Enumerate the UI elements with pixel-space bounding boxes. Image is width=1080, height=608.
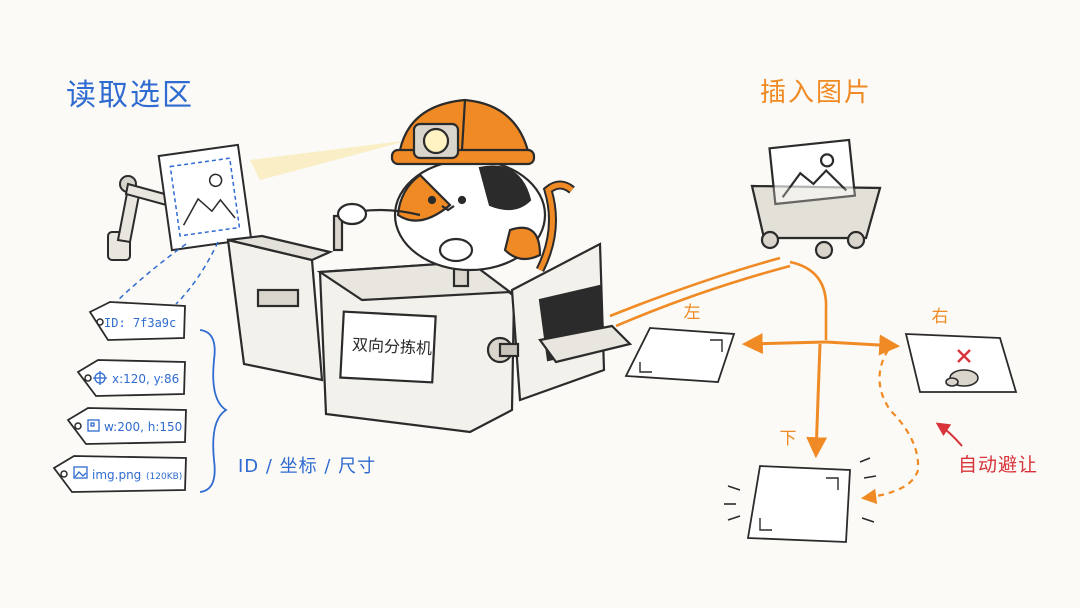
target-left xyxy=(624,327,736,383)
blocked-x-icon xyxy=(957,349,971,363)
tag-image xyxy=(52,455,187,493)
arrow-left xyxy=(741,333,827,355)
tag-coordinates xyxy=(76,359,186,397)
info-tags: ID: 7f3a9c x:120, y:86 w:200, h:150 img.… xyxy=(52,301,187,493)
target-down xyxy=(724,457,877,543)
size-icon xyxy=(87,419,100,432)
sorting-machine xyxy=(226,234,633,434)
label-right: 右 xyxy=(932,307,949,327)
tag-size xyxy=(66,407,187,445)
miner-helmet xyxy=(390,98,536,166)
image-icon xyxy=(73,466,88,479)
tag-id-text: ID: 7f3a9c xyxy=(104,316,176,330)
headlamp-beam xyxy=(250,140,410,180)
picture-frame-icon xyxy=(157,143,253,252)
arrow-right xyxy=(825,334,901,356)
avoid-label: 自动避让 xyxy=(958,454,1039,476)
crosshair-icon xyxy=(93,371,107,385)
cat-mascot xyxy=(332,158,575,273)
title-read-selection: 读取选区 xyxy=(66,78,194,113)
machine-label: 双向分拣机 xyxy=(352,335,433,358)
title-insert-image: 插入图片 xyxy=(760,78,873,108)
brace xyxy=(199,329,228,493)
target-right xyxy=(904,333,1018,393)
rocks-icon xyxy=(945,369,979,387)
tag-size-text: w:200, h:150 xyxy=(104,420,182,434)
selection-connector xyxy=(175,241,219,305)
mine-cart xyxy=(750,138,882,260)
label-left: 左 xyxy=(684,303,701,323)
tag-coordinates-text: x:120, y:86 xyxy=(112,372,179,386)
avoid-path xyxy=(860,349,920,505)
tag-image-text: img.png xyxy=(92,468,141,482)
routing-arrows xyxy=(741,333,901,459)
rail-track xyxy=(609,256,828,340)
brace-caption: ID / 坐标 / 尺寸 xyxy=(238,456,377,477)
avoid-pointer xyxy=(935,422,963,447)
tag-image-size-text: (120KB) xyxy=(146,472,182,482)
label-down: 下 xyxy=(780,429,797,449)
tag-id xyxy=(88,301,186,341)
arrow-down xyxy=(806,343,828,459)
